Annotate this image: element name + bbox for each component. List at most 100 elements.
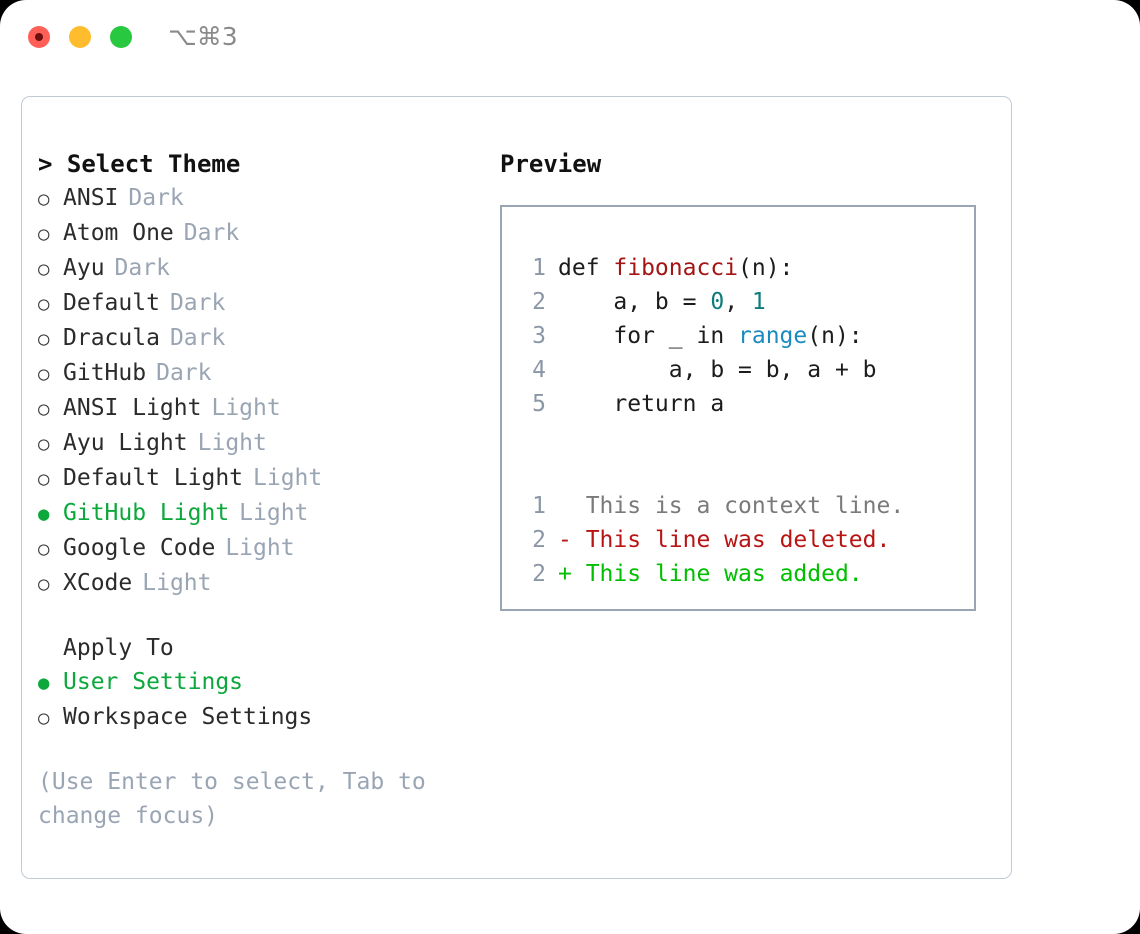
- theme-option-tag: Light: [142, 570, 212, 596]
- apply-to-option-workspace-settings[interactable]: ○ Workspace Settings: [38, 700, 488, 735]
- theme-option-list: ○ ANSI Dark ○ Atom One Dark ○ Ayu Dark ○…: [38, 181, 488, 601]
- radio-icon: ○: [38, 293, 50, 315]
- radio-icon: ○: [38, 363, 50, 385]
- code-token-function: fibonacci: [613, 255, 739, 281]
- zoom-button[interactable]: [110, 26, 132, 48]
- code-token: a, b =: [558, 289, 711, 315]
- theme-option-ayu-light[interactable]: ○ Ayu Light Light: [38, 426, 488, 461]
- theme-option-label: Default Light: [63, 465, 244, 491]
- code-token: (n):: [738, 255, 794, 281]
- line-number: 3: [532, 323, 546, 349]
- minimize-button[interactable]: [69, 26, 91, 48]
- code-token: (n):: [807, 323, 863, 349]
- theme-option-ayu-dark[interactable]: ○ Ayu Dark: [38, 251, 488, 286]
- theme-option-label: Google Code: [63, 535, 216, 561]
- theme-option-label: Dracula: [63, 325, 160, 351]
- apply-to-option-list: ● User Settings ○ Workspace Settings: [38, 665, 488, 735]
- radio-icon: ○: [38, 223, 50, 245]
- theme-option-tag: Dark: [156, 360, 212, 386]
- line-number: 2: [532, 527, 546, 553]
- theme-option-tag: Dark: [169, 290, 226, 316]
- apply-to-option-label: Workspace Settings: [63, 704, 313, 730]
- title-bar: ⌥⌘3: [0, 0, 1140, 76]
- theme-option-tag: Dark: [128, 185, 184, 211]
- theme-option-label: GitHub: [63, 360, 147, 386]
- theme-option-label: XCode: [63, 570, 133, 596]
- theme-option-label: Ayu: [63, 255, 105, 281]
- theme-option-label: ANSI Light: [63, 395, 202, 421]
- radio-icon: ○: [38, 468, 50, 490]
- close-button[interactable]: [28, 26, 50, 48]
- diff-text: This line was deleted.: [585, 527, 891, 553]
- theme-option-tag: Light: [253, 465, 323, 491]
- diff-text: This is a context line.: [585, 493, 905, 519]
- diff-line-added: 2 + This line was added.: [520, 557, 974, 591]
- code-token-builtin: range: [738, 323, 808, 349]
- diff-marker-plus: +: [558, 561, 586, 587]
- theme-option-default-light[interactable]: ○ Default Light Light: [38, 461, 488, 496]
- apply-to-option-user-settings[interactable]: ● User Settings: [38, 665, 488, 700]
- code-blank-line: [520, 421, 974, 455]
- code-token: return a: [558, 391, 725, 417]
- code-line: 4 a, b = b, a + b: [520, 353, 974, 387]
- theme-option-tag: Dark: [183, 220, 240, 246]
- theme-option-tag: Light: [197, 430, 267, 456]
- diff-marker-minus: -: [558, 527, 586, 553]
- code-token-number: 1: [751, 289, 766, 315]
- preview-heading: Preview: [500, 150, 602, 178]
- theme-option-google-code-light[interactable]: ○ Google Code Light: [38, 531, 488, 566]
- theme-option-dracula-dark[interactable]: ○ Dracula Dark: [38, 321, 488, 356]
- theme-option-atom-one-dark[interactable]: ○ Atom One Dark: [38, 216, 488, 251]
- theme-option-github-light[interactable]: ● GitHub Light Light: [38, 496, 488, 531]
- line-number: 4: [532, 357, 546, 383]
- theme-option-label: Atom One: [63, 220, 174, 246]
- preview-code-box: 1 def fibonacci (n): 2 a, b = 0 , 1 3 fo…: [500, 205, 976, 611]
- theme-option-label: ANSI: [63, 185, 119, 211]
- code-line: 2 a, b = 0 , 1: [520, 285, 974, 319]
- radio-icon: ○: [38, 433, 50, 455]
- theme-picker-card: > Select Theme ○ ANSI Dark ○ Atom One Da…: [21, 96, 1012, 879]
- line-number: 5: [532, 391, 546, 417]
- theme-option-ansi-light[interactable]: ○ ANSI Light Light: [38, 391, 488, 426]
- line-number: 2: [532, 289, 546, 315]
- traffic-light-controls: [28, 26, 132, 48]
- line-number: 1: [532, 493, 546, 519]
- radio-icon-selected: ●: [38, 672, 50, 694]
- code-token: ,: [724, 289, 752, 315]
- select-theme-heading: > Select Theme: [38, 150, 241, 178]
- keyboard-hint-text: (Use Enter to select, Tab to change focu…: [38, 769, 440, 829]
- apply-to-heading: Apply To: [63, 635, 174, 661]
- radio-icon: ○: [38, 707, 50, 729]
- theme-option-label: GitHub Light: [63, 500, 230, 526]
- preview-pane: Preview 1 def fibonacci (n): 2 a, b = 0 …: [500, 147, 1000, 611]
- apply-to-option-label: User Settings: [63, 669, 244, 695]
- code-line: 3 for _ in range (n):: [520, 319, 974, 353]
- code-line: 5 return a: [520, 387, 974, 421]
- radio-icon: ○: [38, 188, 50, 210]
- code-token-number: 0: [710, 289, 725, 315]
- radio-icon: ○: [38, 538, 50, 560]
- theme-option-ansi-dark[interactable]: ○ ANSI Dark: [38, 181, 488, 216]
- diff-text: This line was added.: [585, 561, 863, 587]
- theme-option-default-dark[interactable]: ○ Default Dark: [38, 286, 488, 321]
- line-number: 2: [532, 561, 546, 587]
- code-token: def: [558, 255, 614, 281]
- diff-line-context: 1 This is a context line.: [520, 489, 974, 523]
- code-token: for _ in: [558, 323, 739, 349]
- theme-option-xcode-light[interactable]: ○ XCode Light: [38, 566, 488, 601]
- diff-marker: [558, 489, 586, 523]
- code-token: a, b = b, a + b: [558, 357, 877, 383]
- radio-icon: ○: [38, 328, 50, 350]
- line-number: 1: [532, 255, 546, 281]
- diff-line-deleted: 2 - This line was deleted.: [520, 523, 974, 557]
- radio-icon-selected: ●: [38, 503, 50, 525]
- radio-icon: ○: [38, 258, 50, 280]
- code-blank-line: [520, 455, 974, 489]
- theme-option-label: Ayu Light: [63, 430, 188, 456]
- theme-option-label: Default: [63, 290, 160, 316]
- theme-option-github-dark[interactable]: ○ GitHub Dark: [38, 356, 488, 391]
- keyboard-shortcut-label: ⌥⌘3: [168, 22, 238, 51]
- theme-option-tag: Light: [211, 395, 281, 421]
- theme-option-tag: Light: [225, 535, 295, 561]
